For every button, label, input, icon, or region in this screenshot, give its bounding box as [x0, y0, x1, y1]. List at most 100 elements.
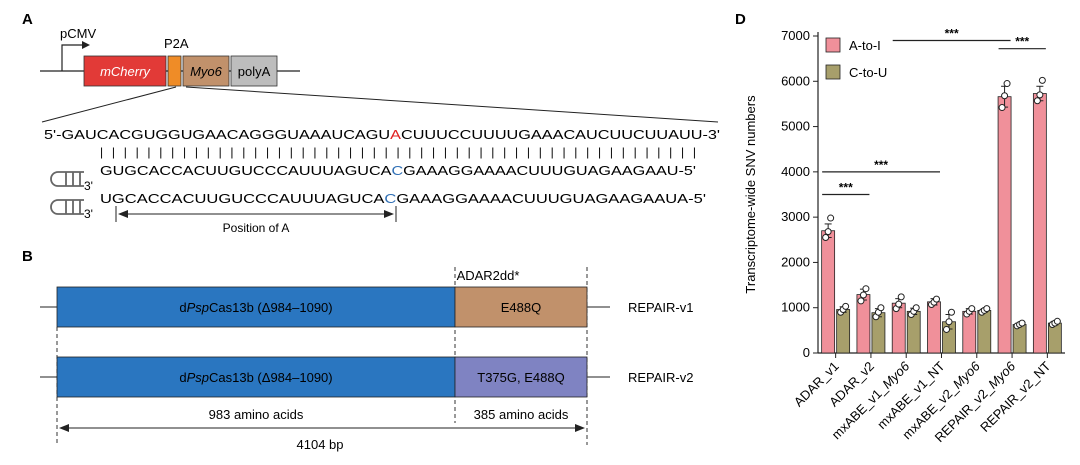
- zoom-line-left: [41, 86, 177, 123]
- polya-block: [230, 55, 278, 87]
- position-label: Position of A: [223, 221, 290, 235]
- bar: [927, 301, 941, 354]
- data-point: [998, 104, 1006, 112]
- bar: [1047, 322, 1062, 354]
- arrowhead-right-icon: [384, 210, 394, 218]
- v2-cas13b-label: dPspCas13b (Δ984–1090): [179, 370, 332, 385]
- data-point: [933, 295, 940, 303]
- panel-d-letter: D: [735, 11, 746, 28]
- data-point: [822, 234, 830, 242]
- arrowhead-left-icon: [118, 210, 128, 218]
- guide2-end-label: 3': [84, 207, 93, 221]
- significance-annotations: *** *** *** ***: [822, 27, 1046, 196]
- bar: [1012, 324, 1027, 354]
- v1-name-label: REPAIR-v1: [628, 300, 694, 315]
- panel-a-figure: A pCMV mCherry P2A Myo6 polyA 5'-GAUCACG…: [22, 11, 720, 235]
- v2-name-label: REPAIR-v2: [628, 370, 694, 385]
- promoter-label: pCMV: [60, 26, 96, 41]
- y-tick-label: 6000: [781, 73, 810, 88]
- significance-label: ***: [874, 158, 888, 172]
- panel-b: B ADAR2dd* dPspCas13b (Δ984–1090) E488Q …: [0, 245, 725, 460]
- data-point: [877, 304, 885, 312]
- data-point: [1033, 97, 1041, 105]
- v2-adar-block: [454, 356, 588, 398]
- cas-length-label: 983 amino acids: [209, 407, 304, 422]
- data-point: [1001, 92, 1009, 100]
- data-point: [827, 214, 835, 222]
- significance-label: ***: [839, 181, 853, 195]
- legend-label: C-to-U: [849, 65, 887, 80]
- p2a-block: [167, 55, 182, 87]
- y-tick-label: 2000: [781, 254, 810, 269]
- total-length-label: 4104 bp: [297, 437, 344, 452]
- mcherry-block: [83, 55, 167, 87]
- bar: [1032, 93, 1047, 354]
- data-point: [857, 297, 865, 305]
- y-tick-label: 5000: [781, 119, 810, 134]
- v1-cas13b-block: [56, 286, 456, 328]
- bar: [997, 96, 1012, 354]
- bar: [906, 310, 921, 354]
- data-point: [1018, 319, 1026, 327]
- guide1-end-label: 3': [84, 179, 93, 193]
- data-point: [943, 325, 950, 333]
- data-point: [859, 291, 867, 299]
- mcherry-label: mCherry: [100, 64, 151, 79]
- bar: [836, 309, 851, 354]
- hairpin-icon: [50, 171, 84, 187]
- promoter-arrow: [61, 44, 82, 71]
- data-point: [862, 285, 870, 293]
- y-axis-label: Transcriptome-wide SNV numbers: [743, 95, 758, 294]
- myo6-block: [182, 55, 230, 87]
- snv-bar-chart: D Transcriptome-wide SNV numbers 0100020…: [735, 11, 1065, 445]
- data-point: [824, 228, 832, 236]
- y-tick-label: 3000: [781, 209, 810, 224]
- base-pair-bars: | | | | | | | | | | | | | | | | | | | | …: [100, 145, 696, 159]
- significance-label: ***: [1015, 35, 1029, 49]
- arrowhead-left-icon: [59, 424, 69, 432]
- bar: [821, 230, 836, 354]
- chart-bars: [821, 76, 1062, 354]
- myo6-label: Myo6: [190, 64, 223, 79]
- data-point: [948, 308, 955, 316]
- v1-cas13b-label: dPspCas13b (Δ984–1090): [179, 300, 332, 315]
- legend-swatch: [825, 64, 841, 80]
- v2-mutation-label: T375G, E488Q: [477, 370, 564, 385]
- hairpin-icon: [50, 199, 84, 215]
- data-point: [1038, 76, 1046, 84]
- panel-b-letter: B: [22, 248, 33, 265]
- y-tick-label: 7000: [781, 28, 810, 43]
- v2-cas13b-block: [56, 356, 456, 398]
- adar-header-label: ADAR2dd*: [457, 268, 520, 283]
- data-point: [842, 302, 850, 310]
- panel-a: A pCMV mCherry P2A Myo6 polyA 5'-GAUCACG…: [0, 0, 725, 240]
- y-tick-label: 1000: [781, 300, 810, 315]
- panel-a-letter: A: [22, 11, 33, 28]
- bar: [977, 310, 992, 354]
- data-point: [983, 305, 991, 313]
- data-point: [1053, 317, 1061, 325]
- significance-label: ***: [945, 27, 959, 41]
- promoter-arrowhead: [82, 41, 90, 49]
- panel-b-figure: B ADAR2dd* dPspCas13b (Δ984–1090) E488Q …: [22, 248, 694, 452]
- v1-mutation-label: E488Q: [501, 300, 541, 315]
- polya-label: polyA: [238, 64, 271, 79]
- arrowhead-right-icon: [575, 424, 585, 432]
- legend-swatch: [825, 37, 841, 53]
- adar-length-label: 385 amino acids: [474, 407, 569, 422]
- data-point: [895, 300, 903, 308]
- chart-legend: A-to-I C-to-U: [825, 37, 887, 80]
- data-point: [912, 304, 920, 312]
- legend-label: A-to-I: [849, 38, 881, 53]
- data-point: [945, 318, 953, 326]
- data-point: [968, 305, 976, 313]
- data-point: [897, 293, 905, 301]
- v1-adar-block: [454, 286, 588, 328]
- y-tick-label: 4000: [781, 164, 810, 179]
- p2a-label: P2A: [164, 36, 189, 51]
- data-point: [1036, 91, 1044, 99]
